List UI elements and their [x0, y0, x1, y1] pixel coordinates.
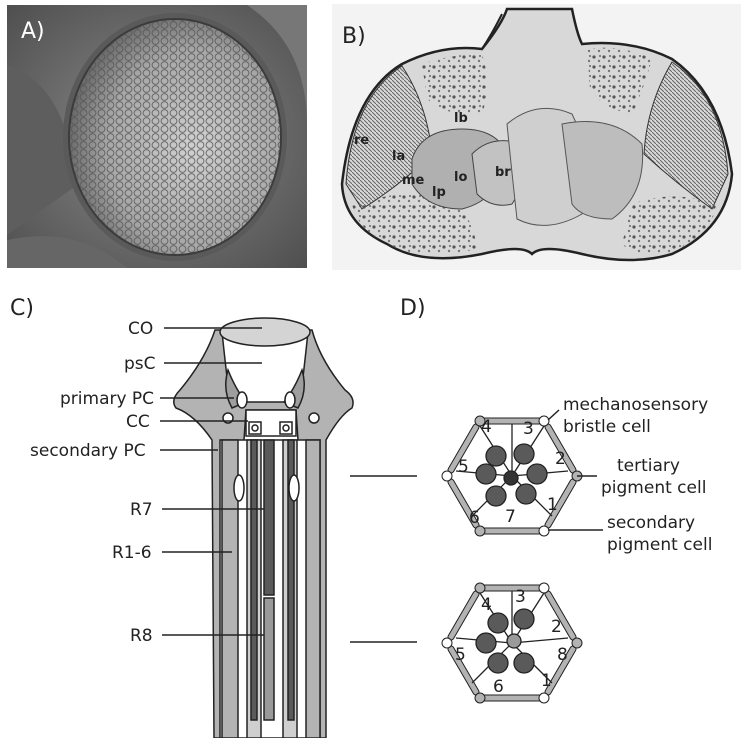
label-lo: lo	[454, 170, 467, 185]
label-lp: lp	[432, 185, 446, 200]
lower-num-4: 4	[481, 595, 492, 615]
panel-b-letter: B)	[342, 24, 366, 49]
label-bristle-cell: bristle cell	[563, 417, 651, 437]
label-mechanosensory: mechanosensory	[563, 395, 708, 415]
label-r1-6: R1-6	[112, 543, 152, 563]
label-lb: lb	[454, 111, 468, 126]
compound-eye-sem-image	[7, 5, 307, 268]
label-tertiary-pigment-cell: pigment cell	[601, 478, 706, 498]
upper-num-1: 1	[547, 495, 558, 515]
label-primary-pc: primary PC	[60, 389, 154, 409]
label-secondary-pigment-cell: pigment cell	[607, 535, 712, 555]
label-br: br	[495, 165, 511, 180]
label-co: CO	[128, 319, 153, 339]
label-r8: R8	[130, 626, 153, 646]
label-cc: CC	[126, 412, 150, 432]
lower-num-1: 1	[541, 671, 552, 691]
panel-a-sem-photo: A)	[7, 5, 307, 268]
panel-d-letter: D)	[400, 296, 426, 321]
lower-cross-section	[442, 583, 582, 703]
label-re: re	[354, 133, 369, 148]
label-secondary: secondary	[607, 513, 695, 533]
upper-num-6: 6	[469, 508, 480, 528]
upper-num-4: 4	[481, 417, 492, 437]
lower-num-3: 3	[515, 587, 526, 607]
lower-num-8: 8	[557, 645, 568, 665]
lower-num-2: 2	[551, 617, 562, 637]
label-psc: psC	[124, 354, 156, 374]
upper-num-5: 5	[458, 457, 469, 477]
ommatidium-cross-section-diagram: 1 2 3 4 5 6 7 1 2 3 4 5 6 8 mechanosenso…	[345, 380, 749, 738]
lower-num-6: 6	[493, 677, 504, 697]
brain-section-image: re lb la me lp lo br	[332, 4, 741, 270]
label-secondary-pc: secondary PC	[30, 441, 146, 461]
label-r7: R7	[130, 500, 153, 520]
label-tertiary: tertiary	[617, 456, 680, 476]
upper-num-3: 3	[523, 419, 534, 439]
label-me: me	[402, 173, 425, 188]
upper-num-2: 2	[555, 449, 566, 469]
panel-a-letter: A)	[21, 19, 45, 44]
upper-num-7: 7	[505, 507, 516, 527]
lower-num-5: 5	[455, 645, 466, 665]
panel-b-histology-photo: re lb la me lp lo br B)	[332, 4, 741, 270]
label-la: la	[392, 149, 405, 164]
ommatidium-longitudinal-diagram: CO psC primary PC CC secondary PC R7 R1-…	[0, 290, 360, 738]
